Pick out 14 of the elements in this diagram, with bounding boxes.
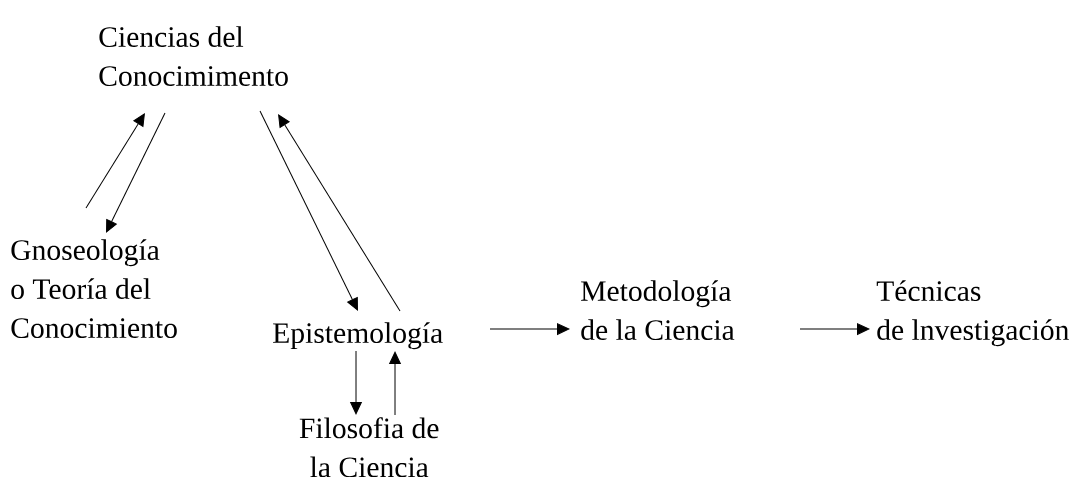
arrow	[799, 323, 870, 335]
arrow	[350, 350, 362, 415]
arrow	[106, 112, 166, 233]
arrow	[85, 113, 145, 209]
concept-text: Técnicas de lnvestigación	[876, 280, 1069, 347]
concept-text: Epistemología	[273, 322, 443, 350]
arrow	[489, 323, 570, 335]
arrow	[389, 351, 401, 416]
concept-text: Metodología de la Ciencia	[581, 280, 735, 341]
concept-text: Gnoseología o Teoría del Conocimiento	[11, 239, 177, 339]
concept-text: Ciencias del Conocimimento	[99, 26, 288, 86]
concept-text: Filosofia de la Ciencia	[299, 417, 439, 477]
arrow	[278, 114, 401, 312]
arrow	[259, 110, 358, 311]
